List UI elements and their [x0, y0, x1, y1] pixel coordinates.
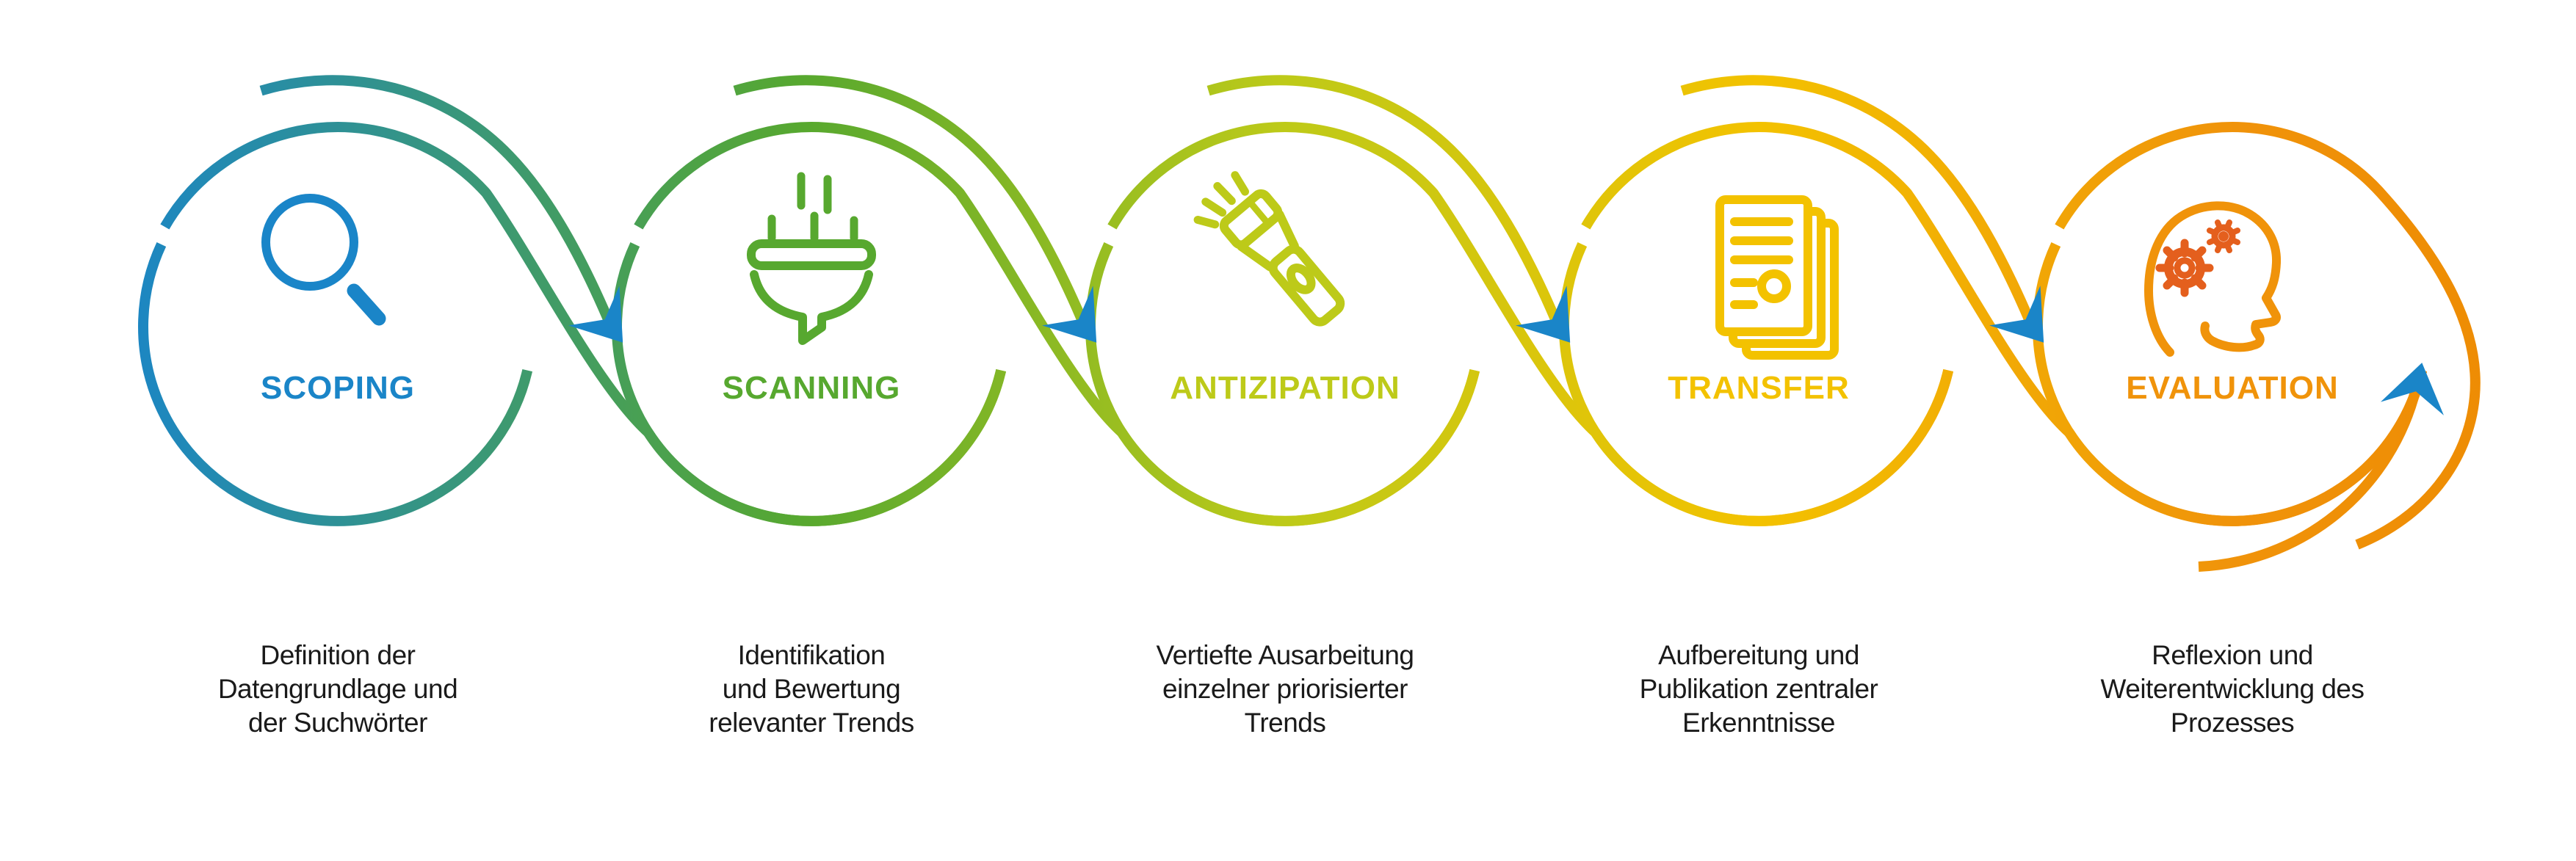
documents-icon [1715, 195, 1839, 360]
brain-gears [2155, 219, 2240, 297]
arrowhead-4-5 [1989, 286, 2044, 343]
loop-arc-4-5 [1581, 122, 2428, 526]
flow-arrowheads [568, 286, 2444, 415]
document-page-front [1715, 195, 1812, 336]
funnel-rim [747, 239, 876, 270]
description-line: Prozesses [2171, 708, 2294, 738]
arrowhead-2-3 [1042, 286, 1097, 343]
step-label-scoping: SCOPING [261, 370, 415, 406]
step-circle-scoping [138, 242, 533, 526]
step-description-evaluation: Reflexion und Weiterentwicklung des Proz… [2101, 640, 2365, 738]
head-gears-icon [2144, 201, 2282, 357]
document-seal [1757, 269, 1791, 303]
description-line: relevanter Trends [709, 708, 913, 738]
document-text-lines [1730, 217, 1793, 309]
gear-small-teeth [2207, 219, 2240, 253]
description-line: Publikation zentraler [1640, 674, 1878, 704]
swoosh-arrow-shaft-4 [1680, 75, 2034, 321]
loop-arc-2-3 [634, 122, 1480, 526]
description-line: Vertiefte Ausarbeitung [1156, 640, 1414, 670]
filter-funnel-icon [747, 172, 876, 345]
gear-large-teeth [2155, 239, 2214, 297]
step-description-scanning: Identifikation und Bewertung relevanter … [709, 640, 914, 738]
final-arrowhead-up [2380, 363, 2444, 415]
loop-arc-1-2 [160, 122, 1007, 526]
magnifier-glass [261, 194, 358, 291]
funnel-bowl [750, 270, 873, 345]
flashlight-head [1219, 189, 1283, 250]
description-line: Trends [1245, 708, 1326, 738]
gear-small-hub [2218, 231, 2229, 241]
magnifier-icon [261, 194, 386, 326]
swoosh-arrow-shaft-3 [1206, 75, 1560, 321]
swoosh-arrow-shaft-2 [733, 75, 1087, 321]
head-profile [2144, 201, 2282, 357]
description-line: der Suchwörter [248, 708, 427, 738]
swoosh-arrow-shaft-1 [259, 75, 613, 321]
gear-small-ring [2211, 224, 2236, 249]
flashlight-taper [1237, 210, 1299, 272]
flashlight-button [1286, 264, 1316, 294]
description-line: Definition der [260, 640, 415, 670]
flashlight-rays [1193, 171, 1250, 229]
description-line: Aufbereitung und [1658, 640, 1859, 670]
magnifier-handle [347, 283, 386, 326]
step-label-antizipation: ANTIZIPATION [1170, 370, 1400, 406]
step-label-transfer: TRANSFER [1668, 370, 1850, 406]
description-line: Reflexion und [2152, 640, 2313, 670]
flashlight-icon [1193, 171, 1345, 327]
description-line: Datengrundlage und [218, 674, 457, 704]
description-line: einzelner priorisierter [1162, 674, 1408, 704]
loop-arc-5-end [2055, 122, 2481, 550]
description-line: und Bewertung [723, 674, 900, 704]
arrowhead-3-4 [1516, 286, 1571, 343]
description-line: Identifikation [738, 640, 886, 670]
gear-large-hub [2174, 257, 2196, 279]
arrowhead-1-2 [568, 286, 623, 343]
flashlight-head-stripe [1248, 200, 1270, 225]
flow-lines [138, 75, 2481, 572]
flashlight-body [1268, 244, 1345, 327]
step-description-transfer: Aufbereitung und Publikation zentraler E… [1640, 640, 1878, 738]
description-line: Erkenntnisse [1682, 708, 1835, 738]
step-description-scoping: Definition der Datengrundlage und der Su… [218, 640, 458, 738]
step-label-evaluation: EVALUATION [2126, 370, 2338, 406]
final-arrow-shaft [2198, 388, 2421, 572]
description-line: Weiterentwicklung des [2101, 674, 2365, 704]
step-description-antizipation: Vertiefte Ausarbeitung einzelner prioris… [1156, 640, 1414, 738]
loop-arc-3-4 [1107, 122, 1954, 526]
step-label-scanning: SCANNING [723, 370, 901, 406]
